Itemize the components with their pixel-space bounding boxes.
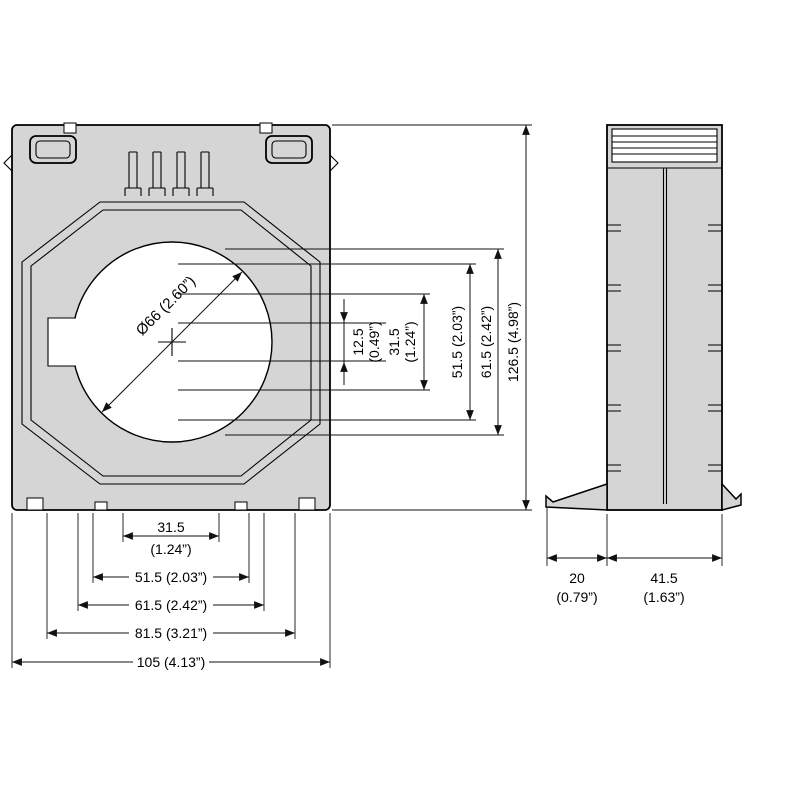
mounting-clip-left (29, 135, 77, 164)
side-tab-right (329, 154, 339, 172)
terminal-comb (124, 151, 214, 196)
dim-h-31-5-mm: 31.5 (157, 519, 184, 535)
dim-v-61-5: 61.5 (2.42”) (478, 306, 494, 378)
dim-side-41-5-inch: (1.63”) (643, 589, 684, 605)
base-notch-left (94, 501, 108, 511)
side-view (545, 124, 742, 511)
dim-side-20-mm: 20 (569, 570, 585, 586)
foot-left (545, 482, 608, 511)
mounting-clip-right (265, 135, 313, 164)
dim-side-41-5-mm: 41.5 (650, 570, 677, 586)
dim-h-105: 105 (4.13”) (137, 654, 205, 670)
side-body (606, 124, 723, 511)
dim-v-12-5-mm: 12.5 (350, 328, 366, 355)
dim-h-81-5: 81.5 (3.21”) (135, 625, 207, 641)
cable-slot-outline (47, 317, 76, 367)
front-dimensions-bottom: 31.5 (1.24”) 51.5 (2.03”) 61.5 (2.42”) 8… (11, 513, 331, 671)
dim-side-20-inch: (0.79”) (556, 589, 597, 605)
dim-h-51-5: 51.5 (2.03”) (135, 569, 207, 585)
foot-notch-left (26, 497, 44, 511)
side-ribs (607, 224, 722, 472)
top-notch-left (63, 122, 77, 134)
top-notch-right (259, 122, 273, 134)
dim-h-31-5-inch: (1.24”) (150, 541, 191, 557)
dim-v-12-5-inch: (0.49”) (366, 321, 382, 362)
foot-right (721, 482, 742, 511)
terminal-block (607, 128, 722, 169)
side-dimensions-bottom: 20 (0.79”) 41.5 (1.63”) (546, 508, 723, 605)
base-notch-right (234, 501, 248, 511)
dim-h-61-5: 61.5 (2.42”) (135, 597, 207, 613)
dim-v-51-5: 51.5 (2.03”) (449, 306, 465, 378)
front-view (3, 122, 339, 511)
foot-notch-right (298, 497, 316, 511)
center-parting-line (662, 168, 668, 504)
octagon-outer (21, 201, 321, 485)
front-dimensions-right: 12.5 (0.49”) 31.5 (1.24”) 51.5 (2.03”) 6… (178, 124, 532, 511)
dim-v-31-5-inch: (1.24”) (402, 321, 418, 362)
dim-v-126-5: 126.5 (4.98”) (505, 302, 521, 382)
dim-v-31-5-mm: 31.5 (386, 328, 402, 355)
side-tab-left (3, 154, 13, 172)
